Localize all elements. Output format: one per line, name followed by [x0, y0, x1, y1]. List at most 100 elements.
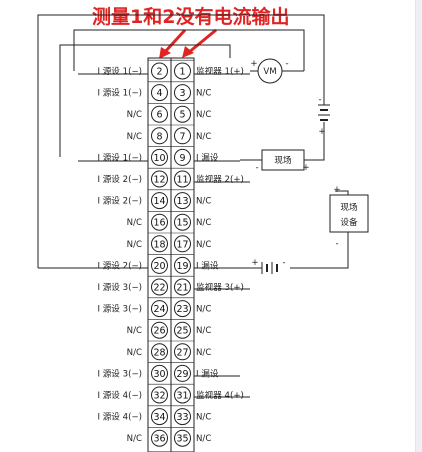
battery-bottom-plus: + [251, 258, 258, 268]
left-terminal-label: I 源设 1(−) [97, 66, 142, 77]
right-pin-circle [174, 105, 191, 123]
right-terminal-label: I 漏设 [196, 260, 219, 271]
left-pin-number: 24 [153, 304, 165, 315]
terminal-row: 36 35 N/C N/C [127, 427, 211, 447]
vm-minus: - [285, 59, 288, 69]
right-terminal-label: I 漏设 [196, 152, 219, 163]
right-terminal-label: N/C [196, 413, 211, 423]
right-terminal-label: 监视器 4(+) [196, 389, 244, 401]
left-pin-number: 16 [153, 218, 165, 229]
terminal-row: 22 21 I 源设 3(−) 监视器 3(+) [97, 275, 244, 296]
left-pin-circle [151, 429, 168, 447]
battery-bottom [261, 262, 278, 274]
right-terminal-label: 监视器 3(+) [196, 281, 244, 293]
field-device-box [329, 194, 369, 233]
right-pin-circle [174, 343, 191, 361]
right-pin-circle [174, 235, 191, 253]
left-terminal-label: N/C [127, 218, 142, 228]
left-pin-circle [151, 235, 168, 253]
left-pin-number: 4 [156, 88, 162, 99]
left-terminal-label: I 源设 2(−) [97, 260, 142, 271]
left-pin-number: 22 [153, 283, 165, 294]
right-pin-number: 25 [176, 326, 188, 337]
terminal-row: 26 25 N/C N/C [127, 319, 211, 339]
left-pin-number: 30 [153, 369, 165, 380]
left-pin-number: 32 [153, 391, 165, 402]
right-pin-number: 15 [176, 218, 188, 229]
left-pin-number: 36 [153, 434, 165, 445]
left-terminal-label: I 源设 1(−) [97, 88, 142, 99]
left-pin-number: 26 [153, 326, 165, 337]
right-terminal-label: N/C [196, 434, 211, 444]
left-pin-number: 14 [153, 196, 165, 207]
right-pin-number: 35 [176, 434, 188, 445]
pin10-loop-wire [59, 44, 231, 157]
left-terminal-label: N/C [127, 434, 142, 444]
left-terminal-label: N/C [127, 326, 142, 336]
right-pin-number: 27 [176, 347, 188, 358]
left-pin-number: 8 [156, 131, 162, 142]
left-terminal-label: N/C [127, 132, 142, 142]
right-terminal-label: 监视器 2(+) [196, 173, 244, 185]
right-pin-number: 21 [176, 283, 188, 294]
right-terminal-label: N/C [196, 89, 211, 99]
left-pin-circle [151, 278, 168, 296]
terminal-row: 32 31 I 源设 4(−) 监视器 4(+) [97, 383, 244, 404]
right-pin-circle [174, 84, 191, 102]
left-pin-circle [151, 213, 168, 231]
left-pin-circle [151, 127, 168, 145]
right-pin-circle [174, 408, 191, 426]
right-pin-number: 17 [176, 239, 188, 250]
left-pin-number: 28 [153, 347, 165, 358]
right-pin-number: 23 [176, 304, 188, 315]
left-pin-circle [151, 321, 168, 339]
left-pin-circle [151, 84, 168, 102]
field-box-minus: - [255, 163, 258, 173]
annotation-title: 测量1和2没有电流输出 [92, 5, 289, 28]
left-pin-circle [151, 364, 168, 382]
external-wiring [37, 14, 349, 398]
right-terminal-label: N/C [196, 305, 211, 315]
terminal-row: 24 23 I 源设 3(−) N/C [97, 297, 211, 318]
left-terminal-label: I 源设 3(−) [97, 304, 142, 315]
left-terminal-label: I 源设 4(−) [97, 390, 142, 401]
field-device-line2: 设备 [340, 216, 358, 228]
right-pin-circle [174, 278, 191, 296]
left-pin-circle [151, 386, 168, 404]
right-terminal-label: N/C [196, 348, 211, 358]
left-pin-number: 2 [156, 67, 162, 78]
right-terminal-label: N/C [196, 197, 211, 207]
left-terminal-label: I 源设 3(−) [97, 282, 142, 293]
right-terminal-label: N/C [196, 326, 211, 336]
left-terminal-label: N/C [127, 240, 142, 250]
battery-right [318, 104, 330, 121]
right-pin-circle [174, 170, 191, 188]
voltmeter-label: VM [263, 67, 276, 77]
right-pin-number: 11 [176, 175, 188, 186]
right-pin-number: 31 [176, 391, 188, 402]
right-pin-number: 7 [179, 131, 185, 142]
left-pin-number: 12 [153, 175, 165, 186]
right-pin-number: 29 [176, 369, 188, 380]
left-pin-circle [151, 62, 168, 80]
left-terminal-label: N/C [127, 348, 142, 358]
right-pin-number: 33 [176, 412, 188, 423]
right-pin-circle [174, 148, 191, 166]
right-terminal-label: I 漏设 [196, 368, 219, 379]
right-pin-circle [174, 429, 191, 447]
device-top-wire [335, 190, 349, 195]
left-pin-circle [151, 256, 168, 274]
left-pin-circle [151, 148, 168, 166]
field-box-plus: + [302, 163, 309, 173]
left-pin-number: 6 [156, 110, 162, 121]
left-pin-number: 34 [153, 412, 165, 423]
